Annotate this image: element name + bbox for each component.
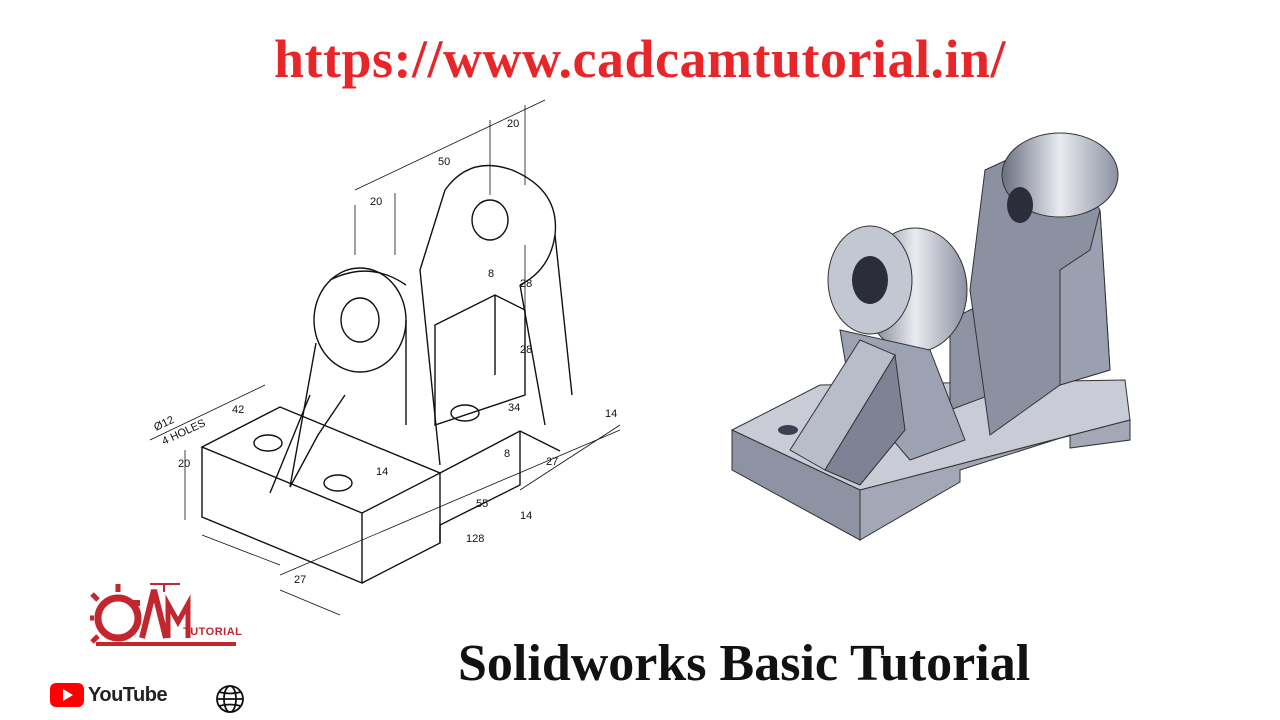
youtube-link[interactable]: YouTube (50, 683, 168, 707)
dim-28-b: 28 (520, 344, 532, 356)
dim-128: 128 (466, 533, 484, 545)
globe-icon[interactable] (214, 683, 246, 715)
dim-20-top: 20 (507, 118, 519, 130)
youtube-label: YouTube (88, 683, 168, 706)
3d-render (730, 132, 1131, 541)
website-url[interactable]: https://www.cadcamtutorial.in/ (273, 29, 1006, 89)
dim-55: 55 (476, 498, 488, 510)
page-title: Solidworks Basic Tutorial (458, 635, 1031, 692)
dim-14-c: 14 (520, 510, 532, 522)
dim-28-a: 28 (520, 278, 532, 290)
dim-8-a: 8 (488, 268, 494, 280)
dim-34: 34 (508, 402, 520, 414)
dim-27-a: 27 (546, 456, 558, 468)
dim-14-b: 14 (376, 466, 388, 478)
dim-20-left: 20 (370, 196, 382, 208)
logo-tutorial-text: TUTORIAL (183, 626, 243, 638)
dim-20-side: 20 (178, 458, 190, 470)
dim-50: 50 (438, 156, 450, 168)
cam-tutorial-logo (90, 583, 236, 646)
dim-14-a: 14 (605, 408, 617, 420)
youtube-icon (50, 683, 84, 707)
dim-8-b: 8 (504, 448, 510, 460)
dim-27-b: 27 (294, 574, 306, 586)
dim-42: 42 (232, 404, 244, 416)
isometric-drawing: 20 50 20 8 28 28 34 14 27 8 14 55 14 128… (149, 99, 621, 616)
